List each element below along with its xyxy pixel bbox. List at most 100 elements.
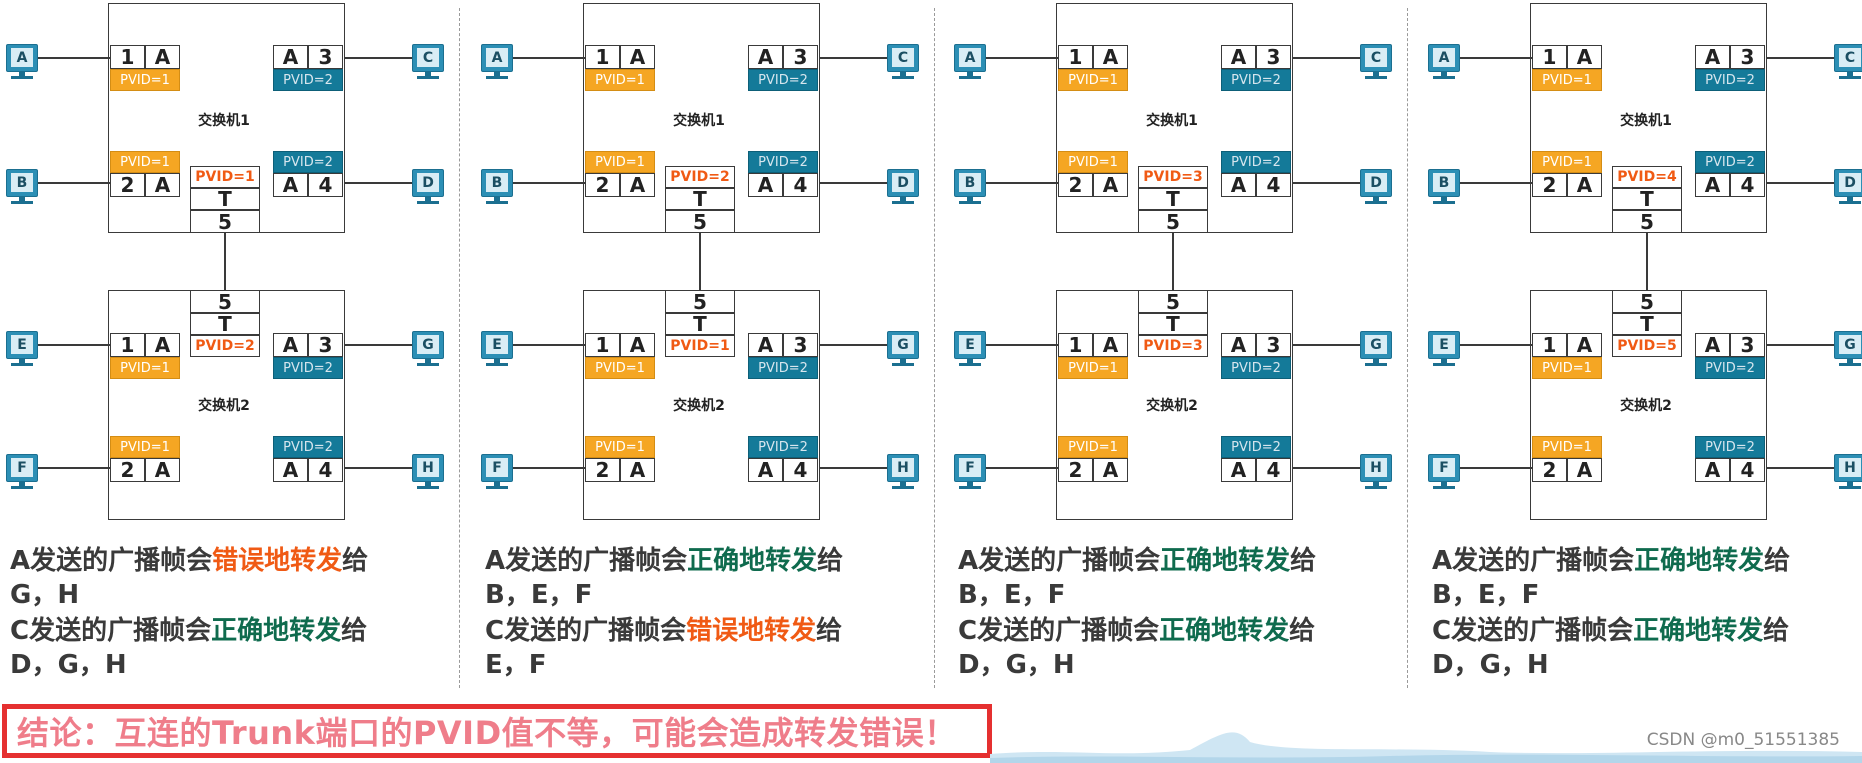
- port-number: 3: [308, 333, 343, 357]
- switch-1-label: 交换机1: [1146, 113, 1198, 129]
- host-stand: [1441, 71, 1447, 76]
- host-label: C: [1365, 48, 1387, 67]
- host-label: H: [892, 458, 914, 477]
- host-label: A: [11, 48, 33, 67]
- port-type-access: A: [1695, 173, 1730, 197]
- host-base: [1433, 486, 1455, 489]
- port-number: 2: [585, 173, 620, 197]
- host-label: A: [1433, 48, 1455, 67]
- host-c-icon: C: [412, 44, 444, 82]
- trunk-link: [1646, 233, 1648, 290]
- host-base: [486, 363, 508, 366]
- trunk-port-number: 5: [1138, 290, 1208, 314]
- port-number: 1: [110, 333, 145, 357]
- pvid-badge-teal: PVID=2: [1221, 436, 1291, 458]
- pvid-badge-teal: PVID=2: [748, 69, 818, 91]
- host-screen: B: [481, 169, 513, 197]
- host-a-icon: A: [954, 44, 986, 82]
- port-type-access: A: [1221, 45, 1256, 69]
- host-link-d: [819, 182, 887, 184]
- host-stand: [967, 196, 973, 201]
- switch-1-label: 交换机1: [198, 113, 250, 129]
- host-base: [11, 486, 33, 489]
- trunk-port-number: 5: [1138, 210, 1208, 234]
- result-line-1: A发送的广播帧会正确地转发给: [1432, 540, 1790, 577]
- trunk-port-number: 5: [190, 210, 260, 234]
- host-label: E: [1433, 335, 1455, 354]
- host-label: G: [1839, 335, 1861, 354]
- host-label: G: [417, 335, 439, 354]
- host-screen: B: [6, 169, 38, 197]
- host-link-a: [38, 57, 110, 59]
- port-number: 3: [1730, 333, 1765, 357]
- port-number: 4: [1730, 173, 1765, 197]
- host-stand: [900, 71, 906, 76]
- trunk-type: T: [1138, 312, 1208, 336]
- host-stand: [1373, 481, 1379, 486]
- host-c-icon: C: [1834, 44, 1862, 82]
- host-b-icon: B: [481, 169, 513, 207]
- trunk-pvid-sw1: PVID=1: [190, 166, 260, 188]
- port-number: 3: [783, 333, 818, 357]
- trunk-pvid-sw1: PVID=2: [665, 166, 735, 188]
- host-a-icon: A: [1428, 44, 1460, 82]
- host-base: [486, 486, 508, 489]
- result-prefix: A发送的广播帧会: [10, 546, 213, 576]
- host-stand: [900, 196, 906, 201]
- trunk-link: [224, 233, 226, 290]
- host-label: F: [486, 458, 508, 477]
- switch-1-label: 交换机1: [673, 113, 725, 129]
- host-stand: [967, 358, 973, 363]
- host-stand: [1847, 358, 1853, 363]
- host-link-f: [1460, 467, 1532, 469]
- host-link-e: [513, 344, 585, 346]
- host-screen: H: [1834, 454, 1862, 482]
- host-link-b: [38, 182, 110, 184]
- pvid-badge-orange: PVID=1: [1058, 357, 1128, 379]
- port-number: 3: [1256, 333, 1291, 357]
- port-type-access: A: [1567, 173, 1602, 197]
- port-number: 2: [110, 173, 145, 197]
- pvid-badge-teal: PVID=2: [1221, 69, 1291, 91]
- port-number: 1: [585, 333, 620, 357]
- host-link-g: [1766, 344, 1834, 346]
- result-verdict: 错误地转发: [212, 546, 343, 576]
- port-type-access: A: [145, 333, 180, 357]
- host-stand: [425, 71, 431, 76]
- result-prefix: C发送的广播帧会: [958, 616, 1160, 646]
- host-screen: D: [887, 169, 919, 197]
- result-line-2: C发送的广播帧会正确地转发给: [10, 610, 367, 647]
- port-type-access: A: [1695, 458, 1730, 482]
- host-base: [1839, 76, 1861, 79]
- port-number: 4: [308, 458, 343, 482]
- port-type-access: A: [273, 333, 308, 357]
- switch-2-label: 交换机2: [1620, 398, 1672, 414]
- result-verdict: 正确地转发: [1159, 616, 1290, 646]
- host-label: C: [892, 48, 914, 67]
- host-h-icon: H: [887, 454, 919, 492]
- host-label: G: [1365, 335, 1387, 354]
- host-base: [417, 486, 439, 489]
- host-b-icon: B: [6, 169, 38, 207]
- port-number: 2: [1058, 173, 1093, 197]
- host-screen: G: [1360, 331, 1392, 359]
- host-base: [11, 201, 33, 204]
- port-type-access: A: [1695, 45, 1730, 69]
- host-screen: G: [412, 331, 444, 359]
- host-h-icon: H: [1834, 454, 1862, 492]
- host-base: [959, 201, 981, 204]
- host-screen: F: [954, 454, 986, 482]
- result-suffix: 给: [1290, 546, 1317, 576]
- trunk-pvid-sw2: PVID=2: [190, 335, 260, 357]
- host-stand: [494, 196, 500, 201]
- port-type-access: A: [1093, 333, 1128, 357]
- trunk-port-number: 5: [1612, 290, 1682, 314]
- host-link-g: [344, 344, 412, 346]
- host-base: [417, 363, 439, 366]
- host-link-b: [986, 182, 1058, 184]
- pvid-badge-teal: PVID=2: [1221, 151, 1291, 173]
- host-link-d: [344, 182, 412, 184]
- host-b-icon: B: [1428, 169, 1460, 207]
- result-targets-2: D，G，H: [10, 650, 127, 680]
